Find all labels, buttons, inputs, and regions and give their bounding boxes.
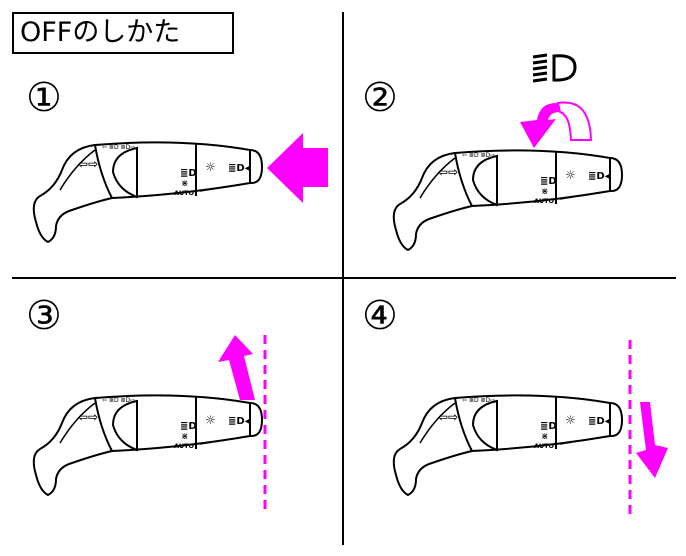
- light-sun-icon: ☼: [565, 413, 576, 427]
- fog-lamp-icon: ⋇: [181, 179, 189, 189]
- lever-top-markings: ⇦ ≣D ≣D⇨: [102, 397, 135, 404]
- headlamp-icon: ≣D: [180, 421, 197, 432]
- headlamp-icon: ≣D: [540, 421, 557, 432]
- headlamp-icon: ≣D: [180, 168, 197, 179]
- turn-light-lever-2: ⇦⇨ ⇦ ≣D ≣D⇨ ≣D ⋇ AUTO ☼ ≣D◂: [392, 149, 624, 252]
- pull-arrow-icon: [218, 335, 255, 400]
- turn-signal-arrows-icon: ⇦⇨: [78, 157, 98, 171]
- parking-light-icon: ≣D◂: [588, 416, 610, 427]
- parking-light-icon: ≣D◂: [228, 416, 250, 427]
- lever-grip: [471, 154, 498, 207]
- lever-top-markings: ⇦ ≣D ≣D⇨: [462, 397, 495, 404]
- turn-light-lever-1: ⇦⇨ ⇦ ≣D ≣D⇨ ≣D ⋇ AUTO ☼ ≣D◂: [32, 141, 264, 244]
- fog-lamp-icon: ⋇: [181, 432, 189, 442]
- release-arrow-icon: [636, 402, 668, 478]
- light-sun-icon: ☼: [205, 413, 216, 427]
- lever-body: [453, 394, 611, 453]
- turn-light-lever-4: ⇦⇨ ⇦ ≣D ≣D⇨ ≣D ⋇ AUTO ☼ ≣D◂: [392, 394, 624, 497]
- rotate-arrow-icon: [520, 101, 593, 148]
- auto-label: AUTO: [174, 189, 195, 197]
- turn-signal-arrows-icon: ⇦⇨: [438, 165, 458, 179]
- turn-signal-arrows-icon: ⇦⇨: [78, 410, 98, 424]
- light-sun-icon: ☼: [565, 168, 576, 182]
- high-beam-icon: [532, 53, 577, 83]
- lever-top-markings: ⇦ ≣D ≣D⇨: [102, 144, 135, 151]
- fog-lamp-icon: ⋇: [541, 432, 549, 442]
- lever-end-cap: [609, 401, 624, 438]
- lever-body: [93, 141, 251, 200]
- lever-body: [93, 394, 251, 453]
- lever-grip: [471, 399, 498, 452]
- push-arrow-icon: [267, 133, 328, 203]
- lever-stalk: [392, 152, 473, 252]
- lever-end-cap: [249, 401, 264, 438]
- lever-stalk: [32, 144, 113, 244]
- page-title: OFFのしかた: [12, 12, 234, 54]
- auto-label: AUTO: [174, 442, 195, 450]
- step-number-2: ②: [362, 75, 398, 121]
- headlamp-icon: ≣D: [540, 176, 557, 187]
- light-sun-icon: ☼: [205, 160, 216, 174]
- lever-grip: [111, 146, 138, 199]
- step-number-3: ③: [26, 293, 62, 339]
- parking-light-icon: ≣D◂: [228, 163, 250, 174]
- lever-stalk: [32, 397, 113, 497]
- lever-end-cap: [249, 148, 264, 185]
- step-number-1: ①: [26, 75, 62, 121]
- parking-light-icon: ≣D◂: [588, 171, 610, 182]
- fog-lamp-icon: ⋇: [541, 187, 549, 197]
- lever-top-markings: ⇦ ≣D ≣D⇨: [462, 152, 495, 159]
- lever-stalk: [392, 397, 473, 497]
- turn-light-lever-3: ⇦⇨ ⇦ ≣D ≣D⇨ ≣D ⋇ AUTO ☼ ≣D◂: [32, 394, 264, 497]
- auto-label: AUTO: [534, 442, 555, 450]
- lever-end-cap: [609, 156, 624, 193]
- lever-grip: [111, 399, 138, 452]
- turn-signal-arrows-icon: ⇦⇨: [438, 410, 458, 424]
- step-number-4: ④: [362, 293, 398, 339]
- lever-body: [453, 149, 611, 208]
- auto-label: AUTO: [534, 197, 555, 205]
